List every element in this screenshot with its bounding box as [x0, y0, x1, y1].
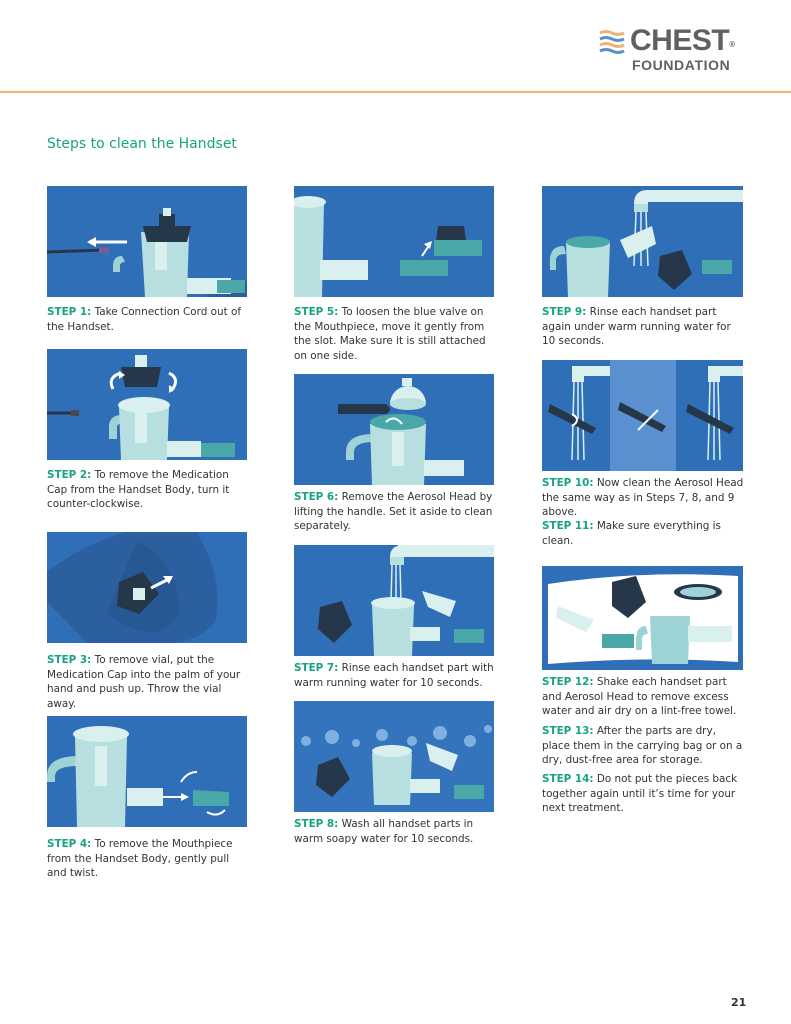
section-title: Steps to clean the Handset: [47, 136, 237, 152]
step-14-text: STEP 14: Do not put the pieces back toge…: [542, 772, 747, 816]
chest-foundation-logo: CHEST® FOUNDATION: [598, 26, 758, 76]
page-number: 21: [731, 996, 746, 1009]
step-10-text: STEP 10: Now clean the Aerosol Head the …: [542, 476, 747, 520]
brand-name: CHEST®: [630, 24, 735, 58]
remove-mouthpiece-illustration: [47, 716, 247, 827]
air-dry-illustration: [542, 566, 743, 670]
rinse-parts-illustration: [294, 545, 494, 656]
step-6-text: STEP 6: Remove the Aerosol Head by lifti…: [294, 490, 499, 534]
step-13-text: STEP 13: After the parts are dry, place …: [542, 724, 747, 768]
step-8-text: STEP 8: Wash all handset parts in warm s…: [294, 817, 499, 846]
step-9-text: STEP 9: Rinse each handset part again un…: [542, 305, 747, 349]
chest-stripes-icon: [598, 30, 626, 56]
remove-aerosol-head-illustration: [294, 374, 494, 485]
soapy-water-illustration: [294, 701, 494, 812]
twist-cap-illustration: [47, 349, 247, 460]
step-7-text: STEP 7: Rinse each handset part with war…: [294, 661, 499, 690]
step-1-text: STEP 1: Take Connection Cord out of the …: [47, 305, 247, 334]
header-divider: [0, 91, 791, 93]
step-11-text: STEP 11: Make sure everything is clean.: [542, 519, 747, 548]
remove-vial-illustration: [47, 532, 247, 643]
loosen-valve-illustration: [294, 186, 494, 297]
rinse-again-illustration: [542, 186, 743, 297]
step-2-text: STEP 2: To remove the Medication Cap fro…: [47, 468, 247, 512]
step-5-text: STEP 5: To loosen the blue valve on the …: [294, 305, 499, 363]
brand-subtitle: FOUNDATION: [632, 57, 730, 73]
step-12-text: STEP 12: Shake each handset part and Aer…: [542, 675, 747, 719]
step-3-text: STEP 3: To remove vial, put the Medicati…: [47, 653, 247, 711]
remove-cord-illustration: [47, 186, 247, 297]
clean-aerosol-head-illustration: [542, 360, 743, 471]
step-4-text: STEP 4: To remove the Mouthpiece from th…: [47, 837, 247, 881]
